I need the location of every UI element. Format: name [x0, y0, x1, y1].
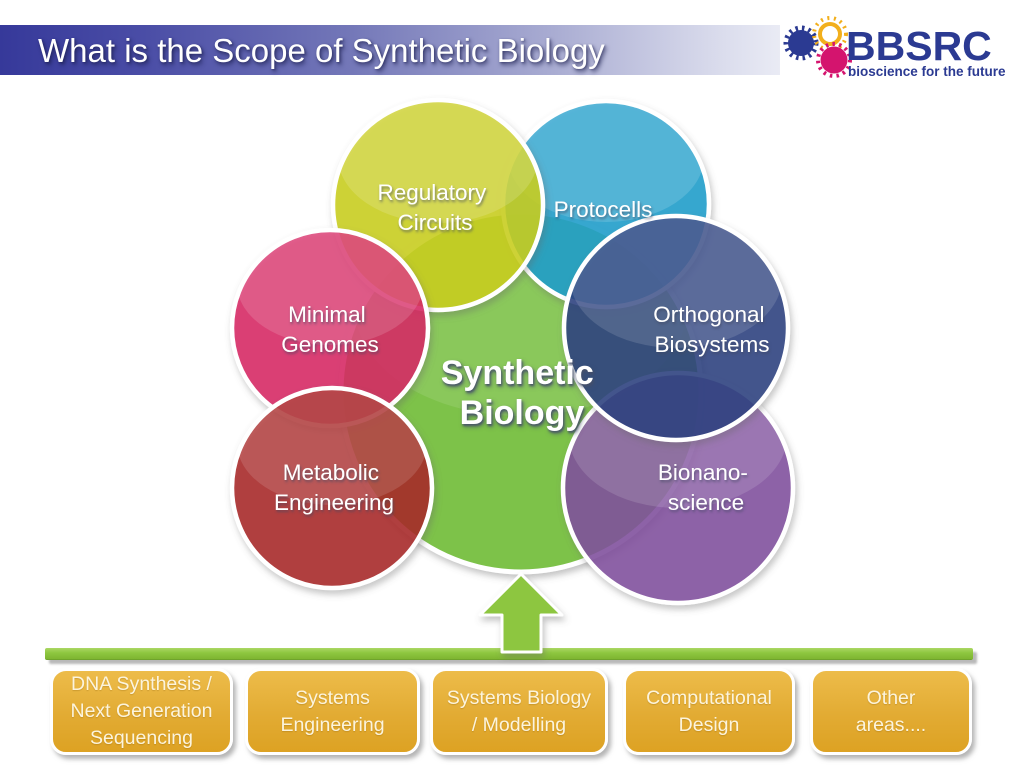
label-bionano-science: Bionano- science: [658, 460, 754, 515]
box-label-line: Systems: [295, 686, 370, 709]
label-metabolic-engineering: Metabolic Engineering: [274, 460, 394, 515]
box-label-line: / Modelling: [471, 713, 567, 736]
box-systems-engineering: Systems Engineering: [245, 668, 420, 755]
box-label-line: Design: [678, 713, 740, 736]
label-orthogonal-biosystems: Orthogonal Biosystems: [653, 302, 771, 357]
gloss-highlight: [508, 101, 704, 222]
slide-title: What is the Scope of Synthetic Biology: [38, 32, 605, 69]
foundation-bar: [45, 648, 973, 660]
box-label-line: DNA Synthesis /: [71, 673, 212, 695]
label-minimal-genomes: Minimal Genomes: [281, 302, 379, 357]
box-other-areas: Other areas....: [810, 668, 972, 755]
logo-tagline: bioscience for the future: [848, 64, 1006, 79]
label-protocells: Protocells: [554, 197, 653, 222]
microbes-icon: [783, 16, 852, 78]
box-label-line: Computational: [646, 686, 772, 709]
gloss-highlight: [237, 230, 423, 345]
gloss-highlight: [570, 216, 782, 348]
gloss-highlight: [338, 100, 538, 223]
box-computational-design: Computational Design: [623, 668, 795, 755]
box-systems-biology: Systems Biology / Modelling: [430, 668, 608, 755]
circle-orthogonal-biosystems: [561, 213, 791, 443]
up-arrow-icon: [478, 572, 564, 654]
box-label-line: Next Generation: [70, 700, 213, 722]
box-label-line: Engineering: [280, 713, 385, 736]
circle-metabolic-engineering: [229, 385, 435, 591]
bbsrc-logo: BBSRC bioscience for the future: [780, 12, 1016, 90]
gloss-highlight: [237, 388, 427, 505]
box-label-line: Systems Biology: [446, 686, 592, 709]
box-label-line: areas....: [855, 713, 927, 736]
bbsrc-logo-graphic: BBSRC bioscience for the future: [783, 16, 1006, 79]
box-dna-synthesis: DNA Synthesis / Next Generation Sequenci…: [50, 668, 233, 755]
box-label-line: Sequencing: [89, 727, 193, 749]
label-regulatory-circuits: Regulatory Circuits: [377, 180, 492, 235]
label-synthetic-biology: Synthetic Biology: [441, 354, 604, 432]
logo-wordmark: BBSRC: [846, 23, 992, 69]
box-label-line: Other: [866, 686, 916, 709]
